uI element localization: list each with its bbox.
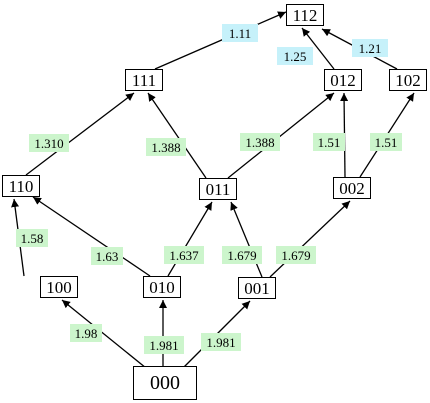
- edge-001-002: [269, 200, 351, 278]
- edge-010-110: [32, 196, 151, 277]
- edge-001-011: [230, 201, 263, 278]
- edge-label-001-002: 1.679: [276, 246, 316, 264]
- node-102: 102: [389, 69, 427, 91]
- edge-111-112: [154, 11, 287, 70]
- node-110: 110: [2, 175, 40, 197]
- edge-110-111: [25, 92, 135, 176]
- edge-012-112: [301, 27, 335, 70]
- node-010: 010: [143, 276, 181, 298]
- edge-011-111: [147, 92, 207, 179]
- edge-label-012-112: 1.25: [277, 47, 313, 65]
- node-000: 000: [133, 366, 197, 400]
- node-001: 001: [238, 277, 276, 299]
- edge-label-011-111: 1.388: [146, 138, 186, 156]
- edge-label-011-012: 1.388: [240, 133, 280, 151]
- edge-label-000-010: 1.981: [144, 336, 184, 354]
- edge-label-000-100: 1.98: [70, 324, 102, 342]
- edge-011-012: [227, 92, 335, 179]
- edge-label-010-110: 1.63: [91, 247, 123, 265]
- edge-label-000-001: 1.981: [201, 333, 241, 351]
- edge-label-100-110: 1.58: [16, 229, 48, 247]
- edge-label-002-012: 1.51: [313, 133, 345, 151]
- edge-label-010-011: 1.637: [164, 246, 204, 264]
- edge-label-002-102: 1.51: [370, 133, 402, 151]
- edge-label-111-112: 1.11: [222, 24, 258, 42]
- edge-010-011: [167, 201, 213, 277]
- node-112: 112: [286, 4, 324, 26]
- node-111: 111: [125, 69, 163, 91]
- node-011: 011: [199, 178, 237, 200]
- node-002: 002: [333, 177, 371, 199]
- edge-label-110-111: 1.310: [29, 134, 69, 152]
- edge-label-102-112: 1.21: [352, 39, 388, 57]
- node-100: 100: [40, 276, 78, 298]
- node-012: 012: [324, 69, 362, 91]
- edge-label-001-011: 1.679: [222, 246, 262, 264]
- edge-000-100: [61, 299, 147, 369]
